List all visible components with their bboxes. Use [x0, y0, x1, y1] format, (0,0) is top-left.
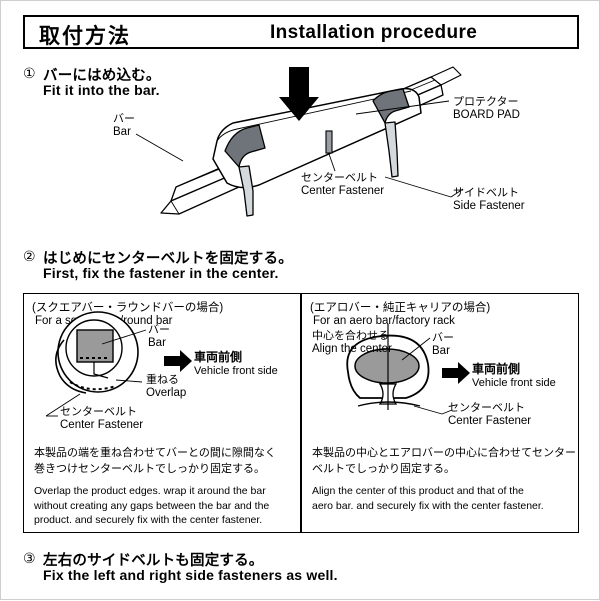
panel-aero-bar: (エアロバー・純正キャリアの場合) For an aero bar/factor… [301, 293, 579, 533]
panel-left-body-en: Overlap the product edges. wrap it aroun… [34, 485, 270, 527]
label-align-center: 中心を合わせる Align the center [312, 330, 392, 355]
label-bar-left-panel: バー Bar [148, 324, 170, 349]
label-board-pad: プロテクター BOARD PAD [453, 96, 520, 121]
step-3-text-en: Fix the left and right side fasteners as… [43, 567, 338, 583]
step-2-number: ② [23, 248, 36, 264]
square-bar-shape [76, 329, 114, 363]
panel-left-body-jp: 本製品の端を重ね合わせてバーとの間に隙間なく 巻きつけセンターベルトでしっかり固… [34, 447, 276, 475]
square-bar-cross-section [45, 311, 192, 417]
panel-right-body-jp: 本製品の中心とエアロバーの中心に合わせてセンター ベルトでしっかり固定する。 [312, 447, 576, 475]
step-2-text-en: First, fix the fastener in the center. [43, 265, 279, 281]
right-arrow-icon [442, 362, 470, 384]
panel-square-round-bar: (スクエアバー・ラウンドバーの場合) For a square bar/roun… [23, 293, 301, 533]
label-side-fastener: サイドベルト Side Fastener [453, 187, 525, 212]
step-1-text-en: Fit it into the bar. [43, 82, 160, 98]
side-strap-left-tail [238, 165, 254, 217]
page-title-en: Installation procedure [270, 22, 478, 43]
board-pad-shape [212, 87, 422, 189]
step-2-text-jp: はじめにセンターベルトを固定する。 [43, 251, 293, 267]
label-bar-main: バー Bar [113, 113, 135, 138]
panel-right-heading-en: For an aero bar/factory rack [313, 315, 455, 327]
page-title-jp: 取付方法 [39, 25, 131, 48]
overlap-flap [55, 339, 87, 394]
side-strap-right-tail [384, 121, 399, 178]
right-arrow-icon [164, 350, 192, 372]
step-1-text-jp: バーにはめ込む。 [43, 68, 161, 84]
panel-right-body-en: Align the center of this product and tha… [312, 485, 544, 512]
leader-lines [135, 100, 464, 198]
side-strap-left [224, 124, 266, 168]
label-bar-right-panel: バー Bar [432, 332, 454, 357]
step-3-number: ③ [23, 550, 36, 566]
label-center-fastener-left: センターベルト Center Fastener [60, 406, 144, 431]
label-center-fastener-main: センターベルト Center Fastener [301, 172, 385, 197]
label-vehicle-front-left: 車両前側 Vehicle front side [194, 350, 278, 377]
aero-bar-shape [354, 348, 420, 384]
label-overlap: 重ねる Overlap [146, 374, 187, 399]
panel-left-heading-jp: (スクエアバー・ラウンドバーの場合) [32, 302, 224, 314]
center-fastener-tab [325, 130, 333, 154]
header-banner: 取付方法 Installation procedure [23, 15, 579, 49]
label-vehicle-front-right: 車両前側 Vehicle front side [472, 362, 556, 389]
step-3-text-jp: 左右のサイドベルトも固定する。 [43, 553, 264, 569]
label-center-fastener-right: センターベルト Center Fastener [448, 402, 532, 427]
aero-bar-cross-section [346, 324, 470, 415]
panel-right-heading-jp: (エアロバー・純正キャリアの場合) [310, 302, 491, 314]
step-1-number: ① [23, 65, 36, 81]
down-arrow-icon [279, 67, 319, 121]
